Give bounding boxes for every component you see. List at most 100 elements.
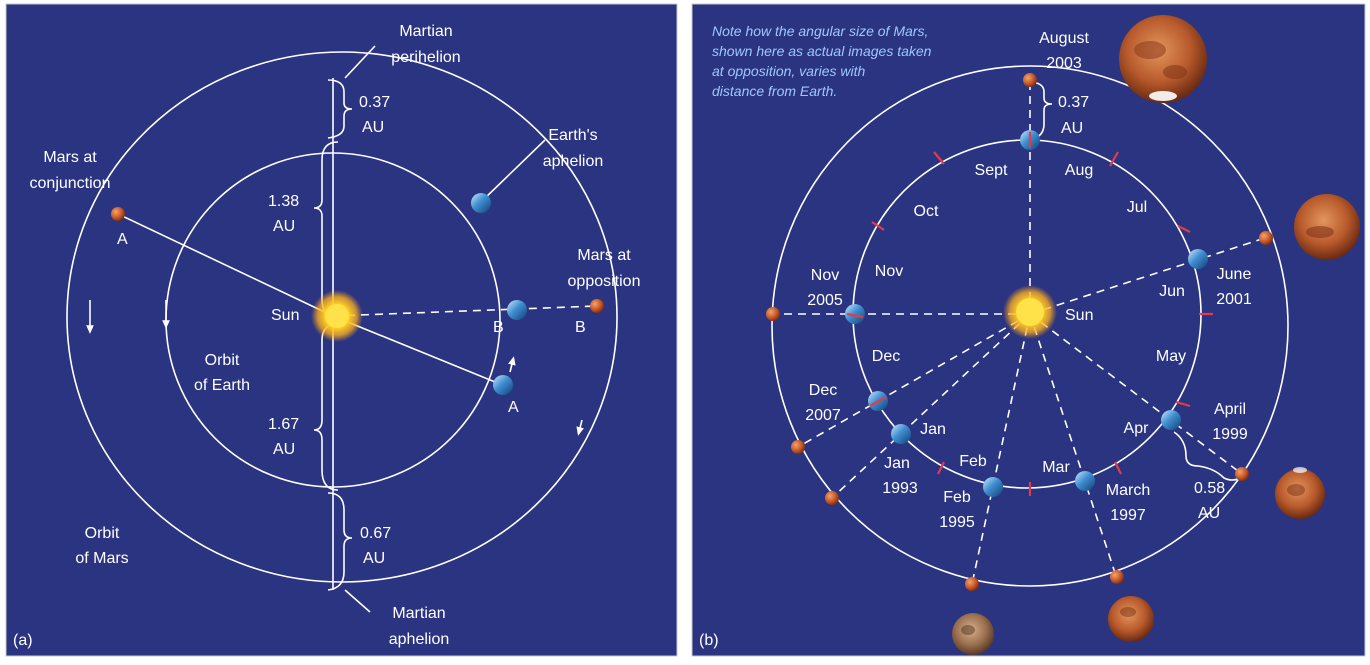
label-b-037-unit: AU: [1061, 120, 1083, 137]
panel-a: Martian perihelion Martian aphelion 0.37…: [5, 3, 678, 657]
month-nov: Nov: [875, 263, 903, 280]
line-sun-mars-a: [117, 213, 334, 317]
mars-photo-mar1997: [1108, 596, 1154, 642]
mars-icon-dec2007: [791, 440, 805, 454]
dash-mar1997: [1029, 313, 1117, 577]
label-b-058: 0.58: [1194, 480, 1225, 497]
month-dec: Dec: [872, 348, 900, 365]
mars-icon-aug2003: [1023, 73, 1037, 87]
earth-icon-aphelion: [471, 193, 491, 213]
month-tick-2: [1109, 151, 1119, 167]
mars-photo-feb1995: [952, 613, 994, 655]
dash-dec2007: [797, 313, 1031, 448]
month-tick-3: [1177, 225, 1191, 233]
label-mars-opposition-2: opposition: [568, 273, 641, 290]
month-jun: Jun: [1159, 283, 1185, 300]
earth-orbit-arrow-right: [508, 356, 516, 373]
note-line-2: shown here as actual images taken: [712, 43, 932, 59]
label-mars-conjunction-2: conjunction: [30, 175, 111, 192]
label-point-b-earth: B: [493, 319, 504, 336]
label-mars-opposition-1: Mars at: [577, 247, 631, 264]
opp-jan1993-2: 1993: [882, 480, 918, 497]
month-tick-4: [871, 221, 885, 231]
month-jan: Jan: [920, 421, 946, 438]
label-067-unit: AU: [363, 550, 385, 567]
mars-photo-jun2001: [1294, 194, 1360, 260]
month-feb: Feb: [959, 453, 987, 470]
aphelion-leader: [344, 589, 371, 613]
note-line-1: Note how the angular size of Mars,: [712, 23, 928, 39]
label-earth-aphelion-2: aphelion: [543, 153, 604, 170]
note-line-3: at opposition, varies with: [712, 63, 866, 79]
opp-feb1995-2: 1995: [939, 514, 975, 531]
label-037-unit: AU: [362, 119, 384, 136]
opp-dec2007-1: Dec: [809, 382, 837, 399]
opp-mar1997-1: March: [1106, 482, 1150, 499]
earth-icon-mar1997: [1075, 471, 1095, 491]
month-mar: Mar: [1042, 459, 1070, 476]
opp-aug2003-2: 2003: [1046, 55, 1082, 72]
opp-jan1993-1: Jan: [884, 455, 910, 472]
mars-icon-nov2005: [766, 307, 780, 321]
label-167: 1.67: [268, 416, 299, 433]
label-orbit-mars-2: of Mars: [75, 550, 128, 567]
opp-apr1999-2: 1999: [1212, 426, 1248, 443]
month-aug: Aug: [1065, 162, 1093, 179]
label-b-037: 0.37: [1058, 94, 1089, 111]
label-orbit-earth-2: of Earth: [194, 377, 250, 394]
brace-b-058: [1173, 431, 1241, 481]
month-tick-9: [937, 461, 945, 475]
label-167-unit: AU: [273, 441, 295, 458]
month-may: May: [1156, 348, 1186, 365]
label-martian-aphelion-1: Martian: [392, 605, 445, 622]
earth-icon-nov2005: [845, 304, 865, 324]
label-point-a-earth: A: [508, 399, 519, 416]
mars-icon-apr1999: [1235, 467, 1249, 481]
label-sun-a: Sun: [271, 307, 299, 324]
opp-feb1995-1: Feb: [943, 489, 971, 506]
line-sun-opposition: [332, 305, 598, 317]
month-tick-7: [1114, 461, 1122, 475]
label-orbit-earth-1: Orbit: [205, 352, 240, 369]
brace-067: [327, 492, 353, 591]
earth-icon-jan1993: [891, 424, 911, 444]
label-martian-perihelion-1: Martian: [399, 23, 452, 40]
opp-jun2001-1: June: [1217, 266, 1252, 283]
label-martian-perihelion-2: perihelion: [391, 49, 460, 66]
label-martian-aphelion-2: aphelion: [389, 631, 450, 648]
opp-nov2005-2: 2005: [807, 292, 843, 309]
label-067: 0.67: [360, 525, 391, 542]
panel-b: Note how the angular size of Mars, shown…: [691, 3, 1366, 657]
line-sun-earth-a: [332, 315, 501, 385]
month-apr: Apr: [1124, 420, 1150, 437]
mars-icon-mar1997: [1110, 570, 1124, 584]
dash-apr1999: [1029, 313, 1243, 475]
earth-icon-a: [493, 375, 513, 395]
month-oct: Oct: [914, 203, 939, 220]
earth-icon-feb1995: [983, 477, 1003, 497]
label-037: 0.37: [359, 94, 390, 111]
mars-photo-aug2003: [1119, 15, 1207, 103]
month-tick-1: [933, 151, 945, 165]
label-mars-conjunction-1: Mars at: [43, 149, 97, 166]
earth-icon-apr1999: [1161, 410, 1181, 430]
month-sept: Sept: [975, 162, 1008, 179]
mars-icon-conjunction: [111, 207, 125, 221]
mars-orbit-b: [771, 65, 1289, 587]
panel-a-letter: (a): [13, 632, 33, 649]
brace-b-037: [1027, 81, 1053, 141]
label-point-b-mars: B: [575, 319, 586, 336]
earth-dec-tick: [869, 396, 887, 407]
label-138: 1.38: [268, 193, 299, 210]
earth-icon-jun2001: [1188, 249, 1208, 269]
mars-icon-feb1995: [965, 577, 979, 591]
earth-aphelion-leader: [482, 139, 546, 201]
dash-feb1995: [971, 313, 1031, 585]
label-sun-b: Sun: [1065, 307, 1093, 324]
sun-core-b: [1016, 298, 1044, 326]
opp-mar1997-2: 1997: [1110, 507, 1146, 524]
opp-apr1999-1: April: [1214, 401, 1246, 418]
brace-037: [327, 79, 353, 139]
mars-icon-jan1993: [825, 491, 839, 505]
